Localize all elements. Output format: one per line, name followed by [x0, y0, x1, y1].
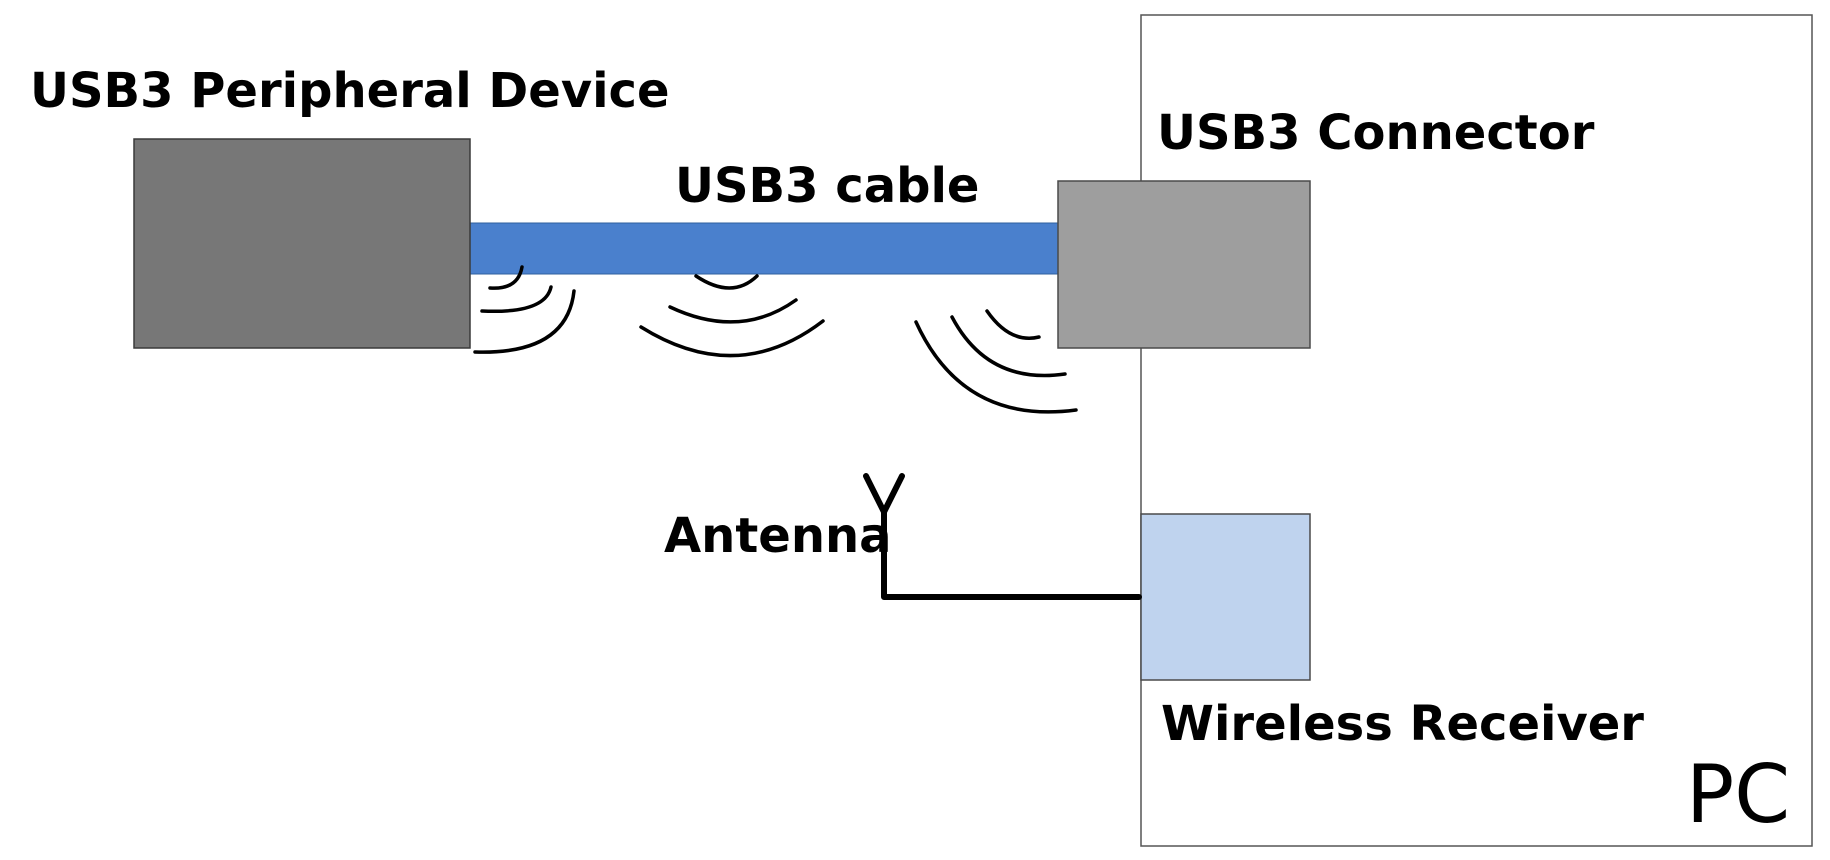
antenna-label: Antenna: [664, 508, 892, 564]
rf-emission-waves-middle: [639, 274, 825, 358]
receiver-label: Wireless Receiver: [1161, 696, 1644, 752]
usb3-connector: [1057, 180, 1311, 349]
connector-label: USB3 Connector: [1157, 105, 1595, 161]
antenna-icon: [863, 473, 1142, 600]
cable-label: USB3 cable: [675, 158, 979, 214]
rf-emission-waves-left: [473, 265, 576, 354]
pc-label: PC: [1686, 748, 1790, 841]
usb3-peripheral-device: [133, 138, 471, 349]
rf-emission-waves-right: [914, 309, 1078, 414]
usb3-cable: [469, 222, 1061, 275]
peripheral-label: USB3 Peripheral Device: [30, 63, 670, 119]
pc-enclosure: [1140, 14, 1813, 847]
wireless-receiver: [1140, 513, 1311, 681]
